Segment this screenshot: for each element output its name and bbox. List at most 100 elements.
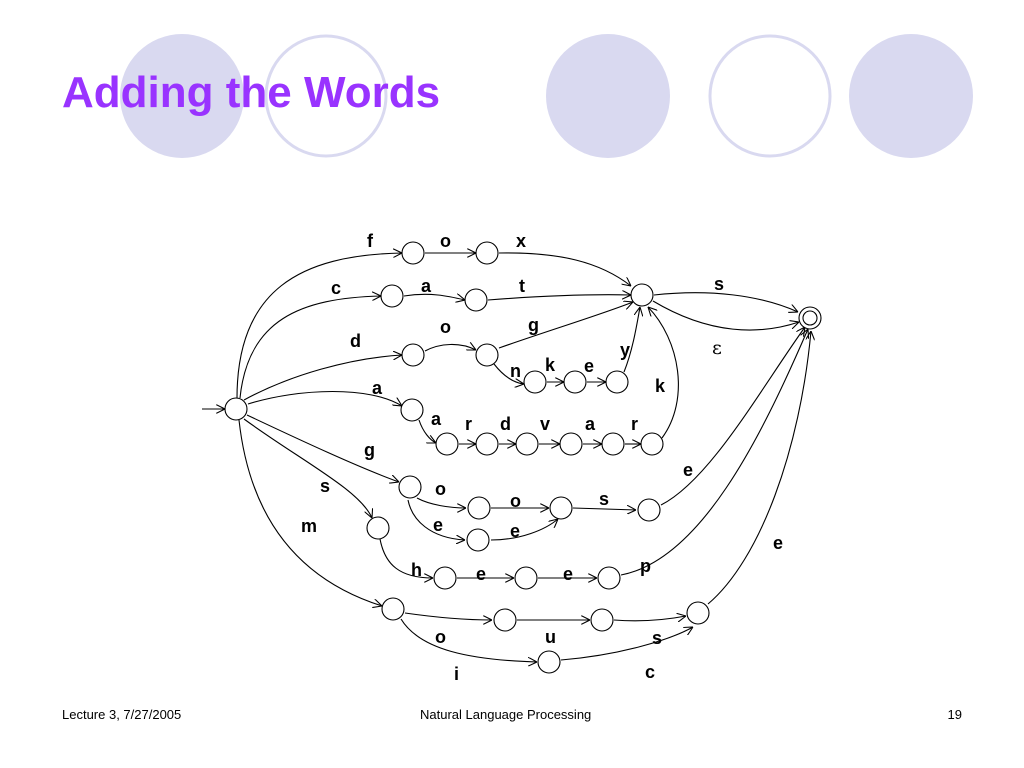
edge-label: e [433, 515, 443, 535]
state [464, 288, 488, 312]
state [381, 597, 405, 621]
edge-e [490, 519, 558, 541]
state [466, 528, 490, 552]
state [523, 370, 547, 394]
edge-label: d [500, 414, 511, 434]
edge-label: o [510, 491, 521, 511]
edge-label: s [320, 476, 330, 496]
slide-title: Adding the Words [62, 68, 441, 117]
state [475, 241, 499, 265]
state [467, 496, 491, 520]
state [590, 608, 614, 632]
edge-epsilon [652, 300, 799, 331]
edge-label: e [563, 564, 573, 584]
state [563, 370, 587, 394]
state [493, 608, 517, 632]
state [537, 650, 561, 674]
edge-label: m [301, 516, 317, 536]
state [400, 398, 424, 422]
edge-label: e [584, 356, 594, 376]
state [398, 475, 422, 499]
edge-label: k [655, 376, 666, 396]
state [366, 516, 390, 540]
edge-m [238, 419, 382, 606]
state [401, 241, 425, 265]
edge-d [243, 355, 402, 401]
edge-label: a [431, 409, 442, 429]
edge-x [498, 252, 631, 286]
state [435, 432, 459, 456]
edge-label: d [350, 331, 361, 351]
edge-labels: f o x c a t s d o g ε y n k e k a a r d … [301, 231, 783, 684]
decor-circle-ring [264, 34, 388, 158]
transitions [202, 253, 811, 662]
edge-s [613, 616, 686, 621]
decor-circle-ring [708, 34, 832, 158]
edge-label: y [620, 340, 630, 360]
state [605, 370, 629, 394]
edge-label: g [364, 440, 375, 460]
edge-label: u [545, 627, 556, 647]
edge-label: e [476, 564, 486, 584]
final-state-inner [802, 310, 818, 326]
edge-label: s [599, 489, 609, 509]
state [380, 284, 404, 308]
edge-label: i [454, 664, 459, 684]
edge-a [403, 294, 465, 300]
edge-label: s [714, 274, 724, 294]
edge-label: c [331, 278, 341, 298]
edge-label: h [411, 560, 422, 580]
footer-course-title: Natural Language Processing [420, 707, 592, 722]
edge-e [660, 327, 805, 506]
edge-g [246, 414, 399, 482]
edge-label: r [465, 414, 472, 434]
state [475, 343, 499, 367]
state [475, 432, 499, 456]
edge-label: o [435, 479, 446, 499]
state [686, 601, 710, 625]
state [515, 432, 539, 456]
state [559, 432, 583, 456]
edge-s [653, 292, 798, 312]
edge-label: o [440, 317, 451, 337]
edge-label: e [683, 460, 693, 480]
state [433, 566, 457, 590]
decorative-circles [120, 34, 973, 158]
edge-h [379, 538, 433, 578]
edge-label: r [631, 414, 638, 434]
edge-label: f [367, 231, 374, 251]
edge-label: t [519, 276, 525, 296]
edge-label: a [585, 414, 596, 434]
edge-p [620, 329, 808, 576]
edge-label: g [528, 315, 539, 335]
state [601, 432, 625, 456]
edge-k [648, 307, 679, 439]
edge-label: e [510, 521, 520, 541]
edge-c [239, 296, 381, 399]
edge-label: s [652, 628, 662, 648]
edge-e [407, 499, 465, 540]
state [549, 496, 573, 520]
state [637, 498, 661, 522]
footer-lecture-date: Lecture 3, 7/27/2005 [62, 707, 182, 722]
edge-label: p [640, 556, 651, 576]
states [224, 241, 822, 674]
edge-o [424, 344, 476, 352]
edge-a [247, 391, 402, 407]
start-state [224, 397, 248, 421]
edge-label: a [421, 276, 432, 296]
edge-a [418, 419, 436, 443]
edge-label: k [545, 355, 556, 375]
edge-n [493, 363, 524, 384]
decor-circle-filled [849, 34, 973, 158]
edge-label: e [773, 533, 783, 553]
decor-circle-filled [120, 34, 244, 158]
edge-o [416, 497, 466, 508]
edge-s [243, 418, 372, 518]
edge-f [236, 253, 402, 399]
edge-t [487, 295, 631, 301]
edge-g [498, 302, 633, 349]
state [630, 283, 654, 307]
state [640, 432, 664, 456]
